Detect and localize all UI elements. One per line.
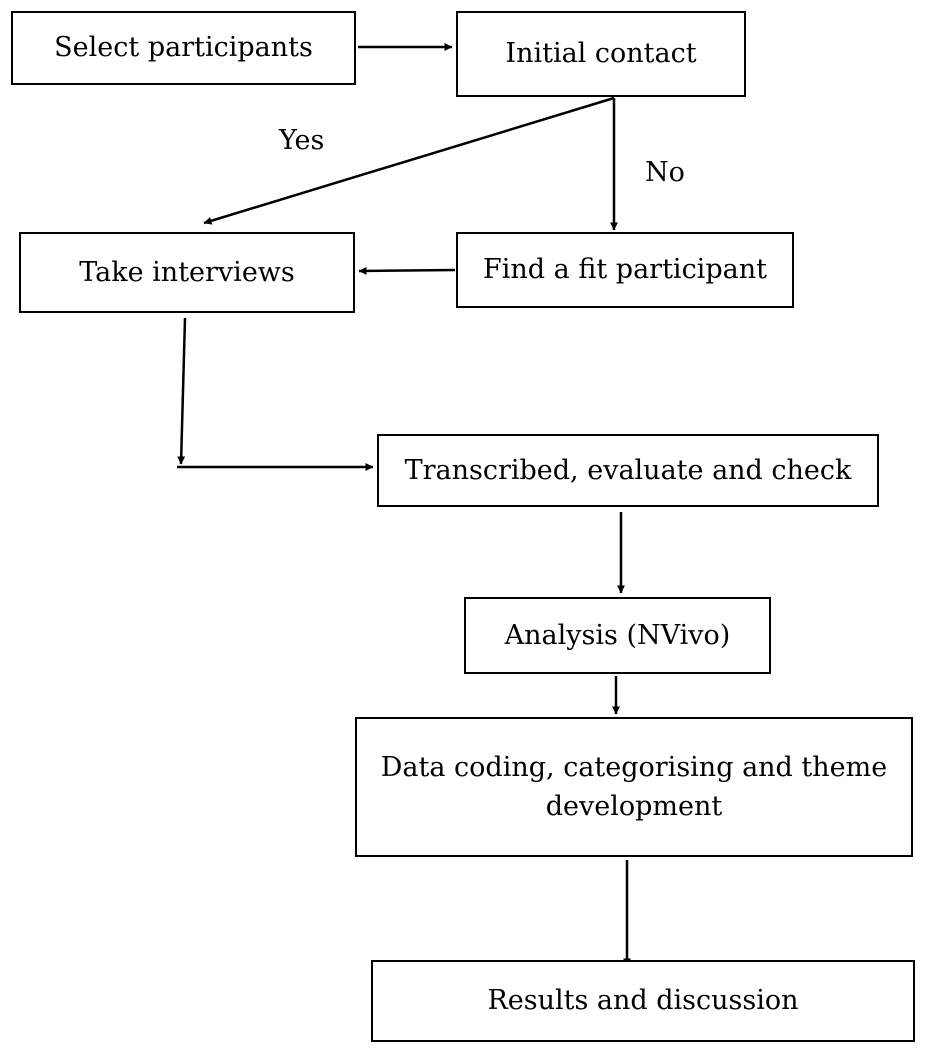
results-box: Results and discussion — [371, 960, 915, 1042]
find-participant-box: Find a fit participant — [456, 232, 794, 308]
take-interviews-label: Take interviews — [79, 256, 295, 288]
initial-contact-label: Initial contact — [505, 38, 697, 70]
initial-contact-box: Initial contact — [456, 11, 746, 97]
select-participants-label: Select participants — [54, 32, 313, 64]
find-participant-label: Find a fit participant — [483, 254, 767, 286]
take-interviews-box: Take interviews — [19, 232, 355, 313]
results-label: Results and discussion — [487, 985, 799, 1017]
transcribe-box: Transcribed, evaluate and check — [377, 434, 879, 507]
data-coding-label-line1: Data coding, categorising and theme — [380, 751, 888, 783]
line-interviews-down — [177, 317, 187, 465]
data-coding-label-line2: development — [545, 791, 723, 822]
analysis-label: Analysis (NVivo) — [504, 619, 731, 651]
yes-edge-label: Yes — [279, 125, 325, 156]
arrow-contact-yes-to-interviews — [203, 96, 615, 225]
analysis-box: Analysis (NVivo) — [464, 597, 771, 674]
select-participants-box: Select participants — [11, 11, 356, 85]
data-coding-box: Data coding, categorising and theme deve… — [355, 717, 913, 857]
no-edge-label: No — [645, 157, 685, 188]
transcribe-label: Transcribed, evaluate and check — [404, 454, 852, 486]
arrow-find-to-interviews — [358, 266, 456, 275]
